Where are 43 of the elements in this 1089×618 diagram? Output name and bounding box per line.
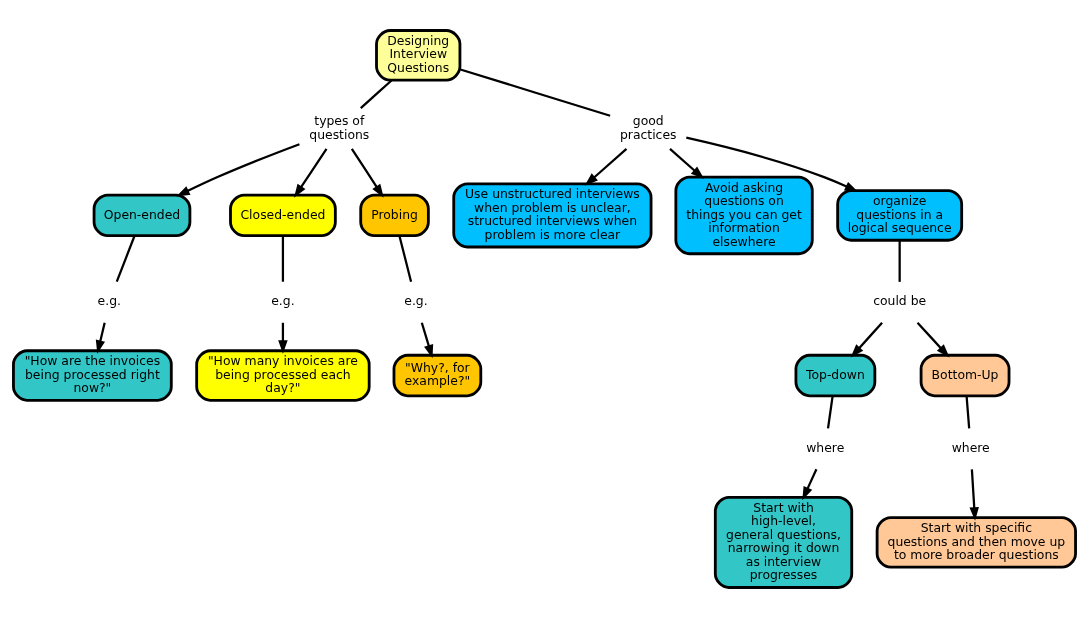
node-box: Start with specific questions and then move up to more broader questions [875,516,1077,569]
node-box: Top-down [794,353,877,398]
arrow [850,322,883,358]
node-text: e.g. [271,293,295,309]
node-box: Avoid asking questions on things you can get information elsewhere [674,175,814,256]
node-text: e.g. [404,293,428,309]
node-box: Probing [359,193,430,238]
connector [281,235,285,282]
arrow [802,468,818,501]
arrow [176,143,300,197]
node-text: types of questions [309,112,370,142]
arrow [293,148,328,198]
node-box: "How many invoices are being processed each day?" [195,349,371,402]
node-text: could be [873,293,927,309]
arrow [669,148,705,180]
node-box: Designing Interview Questions [375,29,462,82]
arrow [916,322,950,358]
arrow [95,322,106,354]
connector [965,395,971,429]
node-text: where [806,439,845,455]
connector [898,240,901,282]
node-text: good practices [619,112,677,142]
arrow [584,148,628,186]
node-box: "How are the invoices being processed right now?" [12,349,173,402]
node-box: Bottom-Up [919,353,1011,398]
node-box: Start with high-level, general questions, narrowing it down as interview progresses [713,495,854,589]
node-box: organize questions in a logical sequence [836,189,964,242]
connector [826,395,834,429]
connector [460,68,611,117]
arrow [278,322,288,354]
arrow [686,136,859,193]
arrow [350,148,384,198]
arrow [969,469,979,521]
node-box: Use unstructured interviews when problem is unclear, structured interviews when problem is more clear [452,182,653,249]
node-text: where [951,439,990,455]
connector [115,235,136,283]
node-box: Closed-ended [229,193,337,238]
node-text: e.g. [97,293,121,309]
node-box: "Why?, for example?" [392,353,483,398]
node-box: Open-ended [92,193,192,238]
arrow [420,322,434,359]
connector [398,235,413,282]
connector [360,79,393,109]
